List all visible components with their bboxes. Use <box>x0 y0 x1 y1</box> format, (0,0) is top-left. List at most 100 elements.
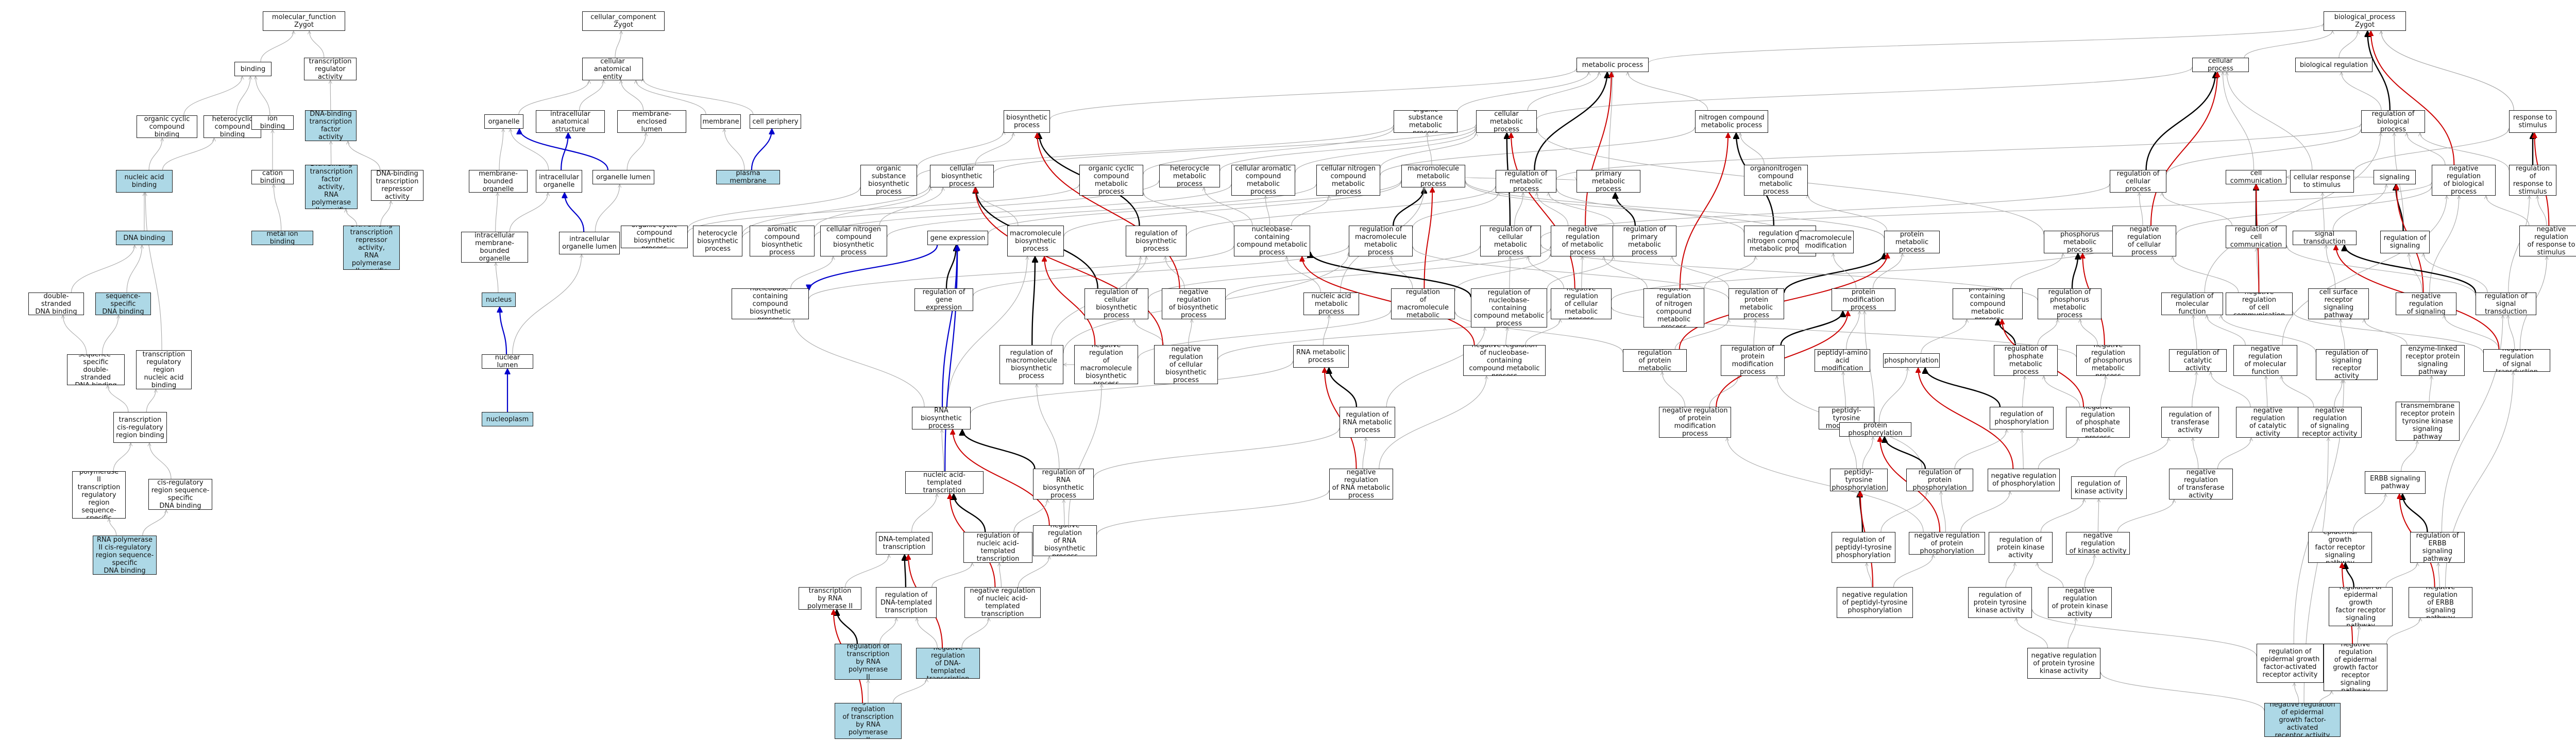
go-term-node-nrprotmp: negative regulation of protein metabolic… <box>1623 349 1687 372</box>
go-term-node-nrdtt: negative regulation of DNA-templated tra… <box>916 648 980 679</box>
is-a-edge <box>256 76 270 116</box>
regulates-edge <box>945 245 956 289</box>
part-of-edge <box>809 245 938 290</box>
go-term-node-oncmp: organonitrogen compound metabolic proces… <box>1744 165 1808 196</box>
is-a-edge <box>879 187 943 226</box>
is-a-edge <box>1704 256 1755 289</box>
go-term-node-nrbsp: negative regulation of biosynthetic proc… <box>1162 288 1226 319</box>
go-term-node-nrpcmp: negative regulation of phosphate metabol… <box>2066 407 2130 438</box>
is-a-edge <box>1525 319 1561 346</box>
is-a-edge <box>2508 315 2515 350</box>
is-a-edge <box>142 509 166 536</box>
is-a-edge <box>808 246 1234 299</box>
is-a-edge <box>499 129 503 170</box>
go-term-node-rnamp: RNA metabolic process <box>1293 345 1349 368</box>
go-term-node-rpyp: regulation of peptidyl-tyrosine phosphor… <box>1832 532 1895 563</box>
go-term-node-nrncccmp: negative regulation of nucleobase-contai… <box>1463 345 1546 376</box>
go-term-node-nrmmp: negative regulation of macromolecule met… <box>1391 288 1455 319</box>
regulates-edge <box>1329 367 1358 407</box>
is-a-edge <box>1134 319 1164 346</box>
is-a-edge <box>1063 181 1401 237</box>
go-term-node-nucleoplasm: nucleoplasm <box>482 412 533 426</box>
is-a-edge <box>1528 256 1564 289</box>
go-term-node-nrmbp: negative regulation of macromolecule bio… <box>1074 345 1138 384</box>
is-a-edge <box>348 141 381 170</box>
go-term-node-pmp: primary metabolic process <box>1577 170 1640 193</box>
go-term-node-rka: regulation of kinase activity <box>2071 476 2127 499</box>
is-a-edge <box>1527 72 1599 111</box>
is-a-edge <box>2409 253 2423 293</box>
is-a-edge <box>2386 617 2420 644</box>
go-term-node-pcmp: phosphate-containing compound metabolic … <box>1953 288 2023 319</box>
go-term-node-nrka: negative regulation of kinase activity <box>2066 532 2130 555</box>
is-a-edge <box>2038 437 2078 469</box>
is-a-edge <box>1556 124 2361 180</box>
is-a-edge <box>2223 72 2255 170</box>
is-a-edge <box>687 187 860 229</box>
is-a-edge <box>101 315 118 355</box>
is-a-edge <box>2173 256 2239 293</box>
go-term-node-rbsp: regulation of biosynthetic process <box>1126 226 1187 256</box>
go-term-node-cp: cellular process <box>2192 58 2249 72</box>
is-a-edge <box>1709 376 1738 407</box>
is-a-edge <box>626 133 646 170</box>
go-term-node-organelle: organelle <box>484 114 523 129</box>
is-a-edge <box>2217 437 2251 469</box>
go-term-node-cncbp: cellular nitrogen compound biosynthetic … <box>820 226 887 256</box>
go-term-node-namp: nucleic acid metabolic process <box>1303 292 1359 315</box>
is-a-edge <box>1549 192 1615 226</box>
is-a-edge <box>2193 438 2199 469</box>
regulates-edge <box>1780 311 1843 346</box>
go-term-node-phosphorylation: phosphorylation <box>1883 353 1940 368</box>
go-term-node-hbp: heterocycle biosynthetic process <box>693 226 742 256</box>
go-term-node-regfra: regulation of epidermal growth factor-ac… <box>2257 644 2324 683</box>
go-term-node-pm: plasma membrane <box>716 170 780 184</box>
is-a-edge <box>2204 133 2381 293</box>
regulates-edge <box>1925 367 2001 407</box>
is-a-edge <box>2139 193 2143 226</box>
is-a-edge <box>2537 196 2547 226</box>
go-term-node-rmbp: regulation of macromolecule biosynthetic… <box>999 345 1063 384</box>
is-a-edge <box>1165 256 1185 289</box>
regulates-edge <box>2345 562 2354 588</box>
is-a-edge <box>1138 309 1391 359</box>
go-term-node-cperiph: cell periphery <box>750 114 801 129</box>
negatively-regulates-edge <box>2150 72 2217 226</box>
is-a-edge <box>1921 319 1967 354</box>
go-term-node-mel: membrane-enclosed lumen <box>617 110 686 133</box>
is-a-edge <box>2406 132 2446 165</box>
go-term-node-mmod: macromolecule modification <box>1798 231 1854 253</box>
is-a-edge <box>309 31 325 58</box>
is-a-edge <box>911 494 937 532</box>
go-term-node-ncccbp: nucleobase-containing compound biosynthe… <box>732 288 809 319</box>
is-a-edge <box>2294 683 2299 703</box>
is-a-edge <box>2332 184 2386 231</box>
go-term-node-mmp: macromolecule metabolic process <box>1401 165 1465 187</box>
go-term-node-acbp: aromatic compound biosynthetic process <box>750 226 815 256</box>
is-a-edge <box>1018 556 1049 588</box>
go-term-node-ssdb: sequence-specific DNA binding <box>95 292 151 315</box>
is-a-edge <box>1674 319 1728 350</box>
go-term-node-mp: metabolic process <box>1577 58 1649 72</box>
is-a-edge <box>1556 188 1744 233</box>
is-a-edge <box>1893 554 1934 588</box>
is-a-edge <box>380 201 391 226</box>
is-a-edge <box>1049 68 1577 119</box>
go-term-node-rerbb: regulation of ERBB signaling pathway <box>2410 532 2465 563</box>
is-a-edge <box>2114 438 2169 477</box>
regulates-edge <box>1783 253 1884 293</box>
go-term-node-ncmp: nitrogen compound metabolic process <box>1695 110 1768 133</box>
go-term-node-rpmodp: regulation of protein modification proce… <box>1721 345 1785 376</box>
negatively-regulates-edge <box>1585 72 1612 226</box>
is-a-edge <box>2341 319 2345 350</box>
go-term-node-egfrsp: epidermal growth factor receptor signali… <box>2308 532 2372 563</box>
is-a-edge <box>999 563 1002 588</box>
is-a-edge <box>495 193 498 232</box>
go-term-node-pyp: peptidyl-tyrosine phosphorylation <box>1830 469 1888 491</box>
is-a-edge <box>814 187 930 230</box>
is-a-edge <box>1753 319 1755 346</box>
go-term-node-rcmp: regulation of cellular metabolic process <box>1480 226 1541 256</box>
go-term-node-dtt: DNA-templated transcription <box>876 532 933 555</box>
go-term-node-nuclum: nuclear lumen <box>482 354 533 369</box>
is-a-edge <box>2100 376 2106 407</box>
